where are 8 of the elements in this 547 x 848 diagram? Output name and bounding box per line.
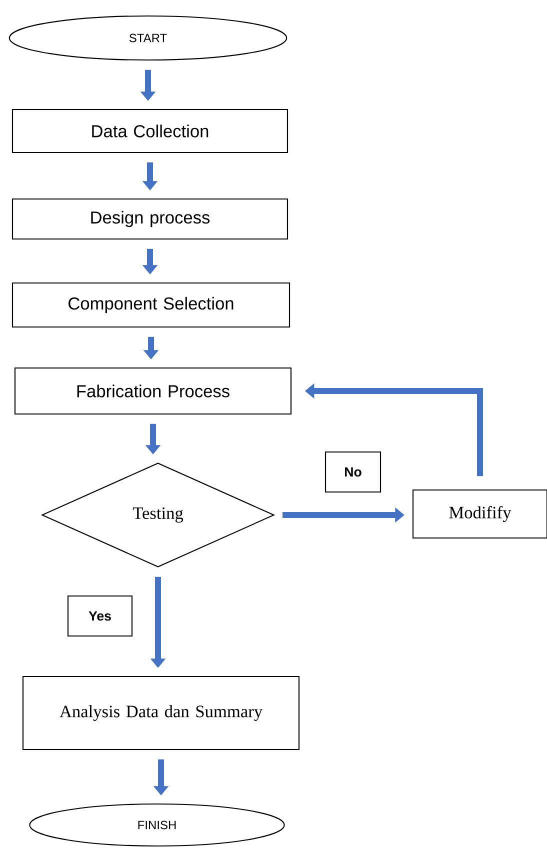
- process-box: Data Collection: [12, 108, 288, 154]
- process-box: Fabrication Process: [14, 367, 292, 415]
- edge-label: No: [324, 451, 382, 493]
- process-box: Design process: [12, 198, 288, 240]
- edge-label: Yes: [67, 595, 133, 637]
- process-box: Component Selection: [12, 282, 290, 328]
- process-box: Modifify: [412, 489, 547, 539]
- process-box: Analysis Data dan Summary: [22, 676, 300, 750]
